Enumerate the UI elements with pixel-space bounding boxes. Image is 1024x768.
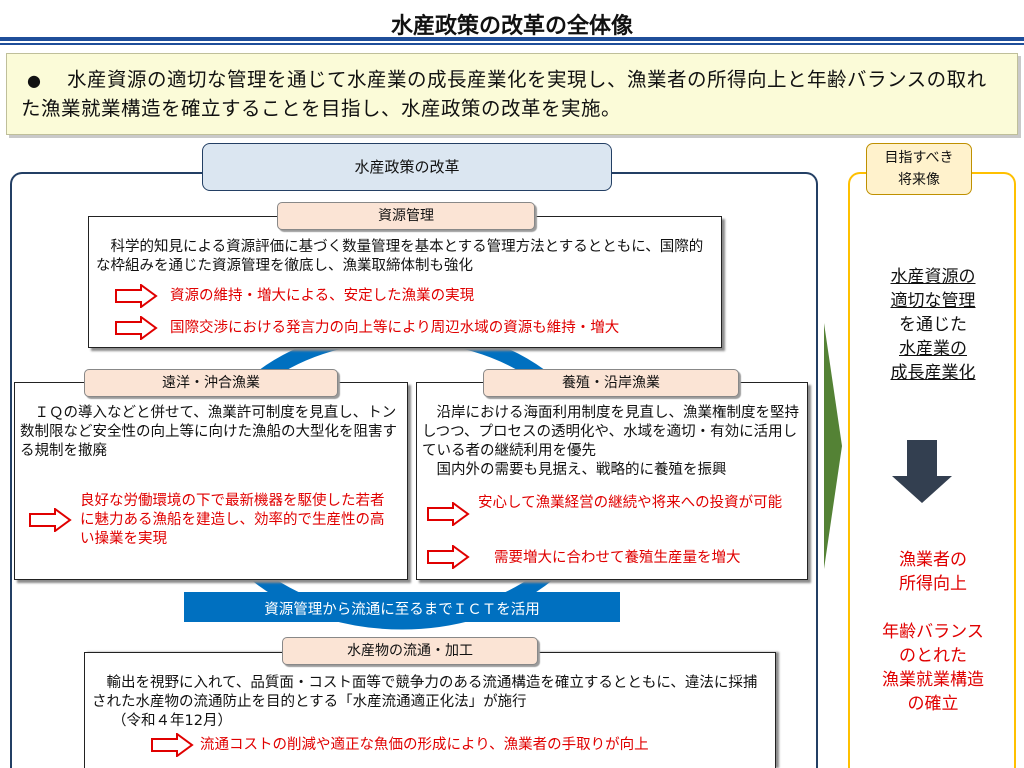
right-arrow-icon [115,316,158,340]
page-title: 水産政策の改革の全体像 [390,14,633,39]
down-arrow-icon [892,440,952,503]
right-arrow-icon [151,733,194,757]
offshore-tag: 遠洋・沖合漁業 [84,369,338,397]
future-goal-line: 適切な管理 [890,291,976,311]
future-outcome-line: 漁業就業構造 [882,670,984,690]
distribution-tag: 水産物の流通・加工 [282,637,538,665]
distribution-result: 流通コストの削減や適正な魚価の形成により、漁業者の手取りが向上 [200,737,649,753]
right-arrow-icon [427,545,470,569]
resource-result-1: 資源の維持・増大による、安定した漁業の実現 [170,288,475,304]
aquaculture-tag: 養殖・沿岸漁業 [483,369,739,397]
title-rule [0,37,1024,41]
future-goal-line: 水産資源の [890,267,976,287]
distribution-note: （令和４年12月） [112,713,232,729]
future-tab-line: 目指すべき [884,150,954,166]
title-rule-thin [0,43,1024,45]
ict-band [184,592,620,622]
right-arrow-icon [427,502,470,526]
future-outcome-line: 所得向上 [899,574,967,594]
reform-title-tab: 水産政策の改革 [202,143,612,191]
ict-label: 資源管理から流通に至るまでＩＣＴを活用 [264,602,540,618]
resource-tag: 資源管理 [277,202,535,230]
future-outcome-line: のとれた [899,646,967,666]
summary-text: 水産資源の適切な管理を通じて水産業の成長産業化を実現し、漁業者の所得向上と年齢バ… [21,68,987,120]
future-tab: 目指すべき 将来像 [866,143,972,195]
right-arrow-icon [29,508,72,532]
future-outcome-line: の確立 [907,694,959,714]
aquaculture-result-1: 安心して漁業経営の継続や将来への投資が可能 [478,495,783,511]
future-goal-top: 水産資源の 適切な管理 を通じた 水産業の 成長産業化 [850,265,1016,385]
offshore-body: ＩＱの導入などと併せて、漁業許可制度を見直し、トン数制限など安全性の向上等に向け… [20,405,397,459]
future-outcome-line [850,596,1016,620]
future-tab-line: 将来像 [898,172,940,188]
resource-panel [88,216,722,348]
distribution-body: 輸出を視野に入れて、品質面・コスト面等で競争力のある流通構造を確立するとともに、… [92,675,758,710]
aquaculture-body-1: 沿岸における海面利用制度を見直し、漁業権制度を堅持しつつ、プロセスの透明化や、水… [422,405,799,459]
future-goal-bottom: 漁業者の 所得向上 年齢バランス のとれた 漁業就業構造 の確立 [850,548,1016,716]
aquaculture-result-2: 需要増大に合わせて養殖生産量を増大 [494,550,741,566]
future-goal-line: 水産業の [899,339,967,359]
bullet-icon: ● [27,71,42,90]
future-outcome-line: 年齢バランス [882,622,984,642]
aquaculture-body-2: 国内外の需要も見据え、戦略的に養殖を振興 [422,462,727,478]
right-arrow-icon [115,284,158,308]
resource-body: 科学的知見による資源評価に基づく数量管理を基本とする管理方法とするとともに、国際… [96,239,704,274]
aquaculture-panel [416,382,808,580]
future-goal-line: 成長産業化 [890,363,976,383]
green-chevron-icon [824,323,842,569]
future-goal-line: を通じた [899,315,967,335]
offshore-panel [14,382,408,580]
resource-result-2: 国際交渉における発言力の向上等により周辺水域の資源も維持・増大 [170,320,620,336]
offshore-result: 良好な労働環境の下で最新機器を駆使した若者に魅力ある漁船を建造し、効率的で生産性… [80,493,385,547]
distribution-panel [84,652,776,768]
future-outcome-line: 漁業者の [899,550,967,570]
summary-box: ●水産資源の適切な管理を通じて水産業の成長産業化を実現し、漁業者の所得向上と年齢… [6,53,1018,135]
